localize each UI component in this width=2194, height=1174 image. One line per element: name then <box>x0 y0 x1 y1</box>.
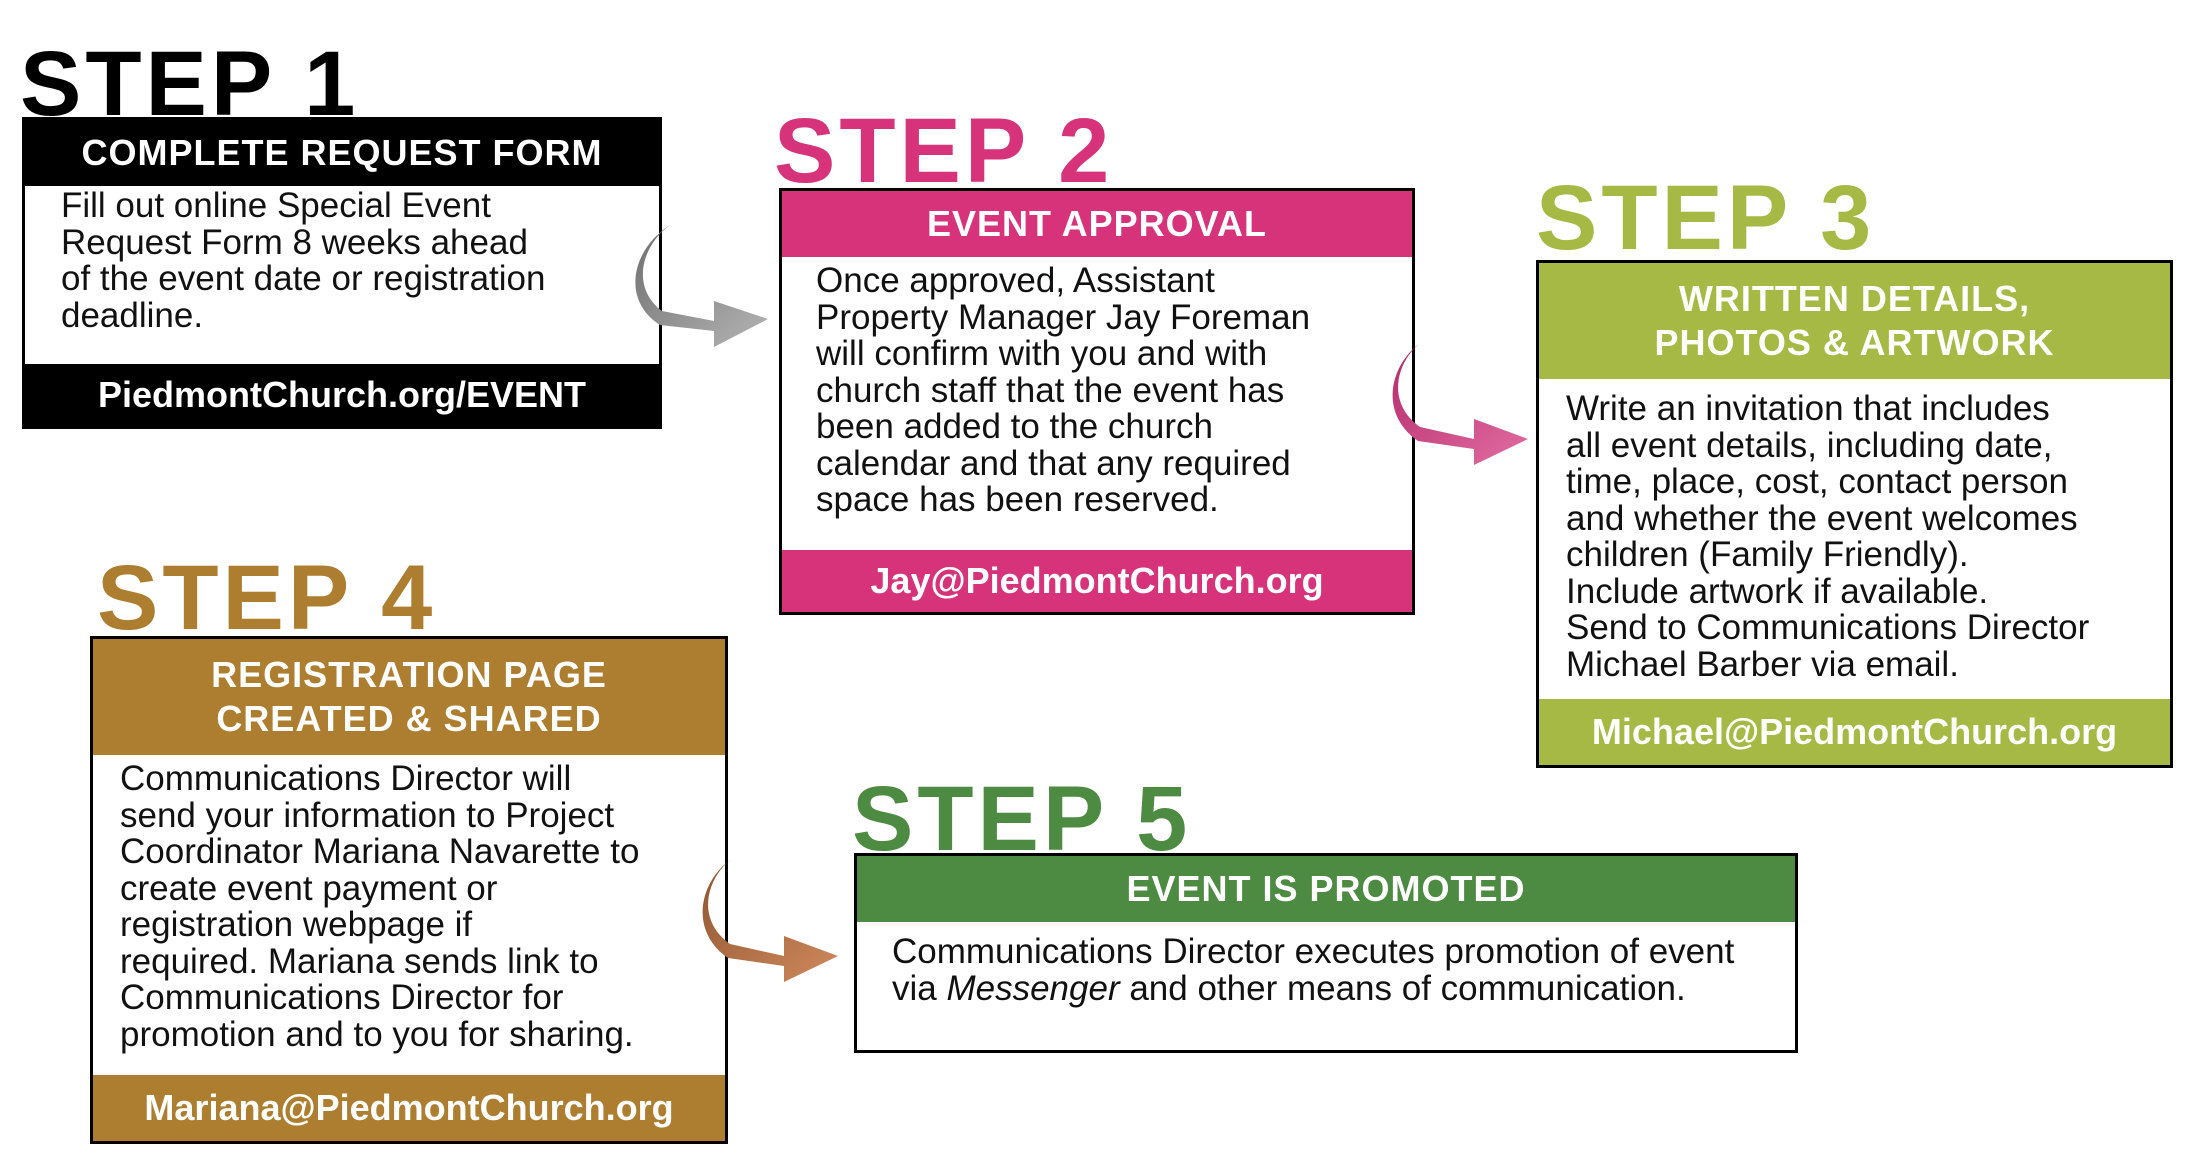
step-2-title: STEP 2 <box>774 100 1114 202</box>
step-5-body-line-1: Communications Director executes promoti… <box>892 932 1735 971</box>
step-1-box: COMPLETE REQUEST FORM Fill out online Sp… <box>22 117 662 429</box>
step-4-body-line-5: registration webpage if <box>120 905 473 944</box>
step-3-body-line-8: Michael Barber via email. <box>1566 644 1959 684</box>
step-4-title: STEP 4 <box>97 547 437 649</box>
step-4-body-line-2: send your information to Project <box>120 795 615 835</box>
step-4-body-line-6: required. Mariana sends link to <box>120 941 599 981</box>
step-5-title: STEP 5 <box>852 768 1192 870</box>
arrow-step4-to-step5-icon <box>702 860 838 982</box>
step-3-box: WRITTEN DETAILS, PHOTOS & ARTWORK Write … <box>1536 260 2173 768</box>
step-5-box: EVENT IS PROMOTED Communications Directo… <box>854 853 1798 1053</box>
step-3-title: STEP 3 <box>1536 167 1876 269</box>
step-1-header: COMPLETE REQUEST FORM <box>25 120 659 186</box>
step-1-body-line-2: Request Form 8 weeks ahead <box>61 222 528 262</box>
step-3-header-line-2: PHOTOS & ARTWORK <box>1654 322 2055 363</box>
step-1-header-line-1: COMPLETE REQUEST FORM <box>81 132 603 173</box>
step-5-body-line-2: via Messenger and other means of communi… <box>892 968 1785 1008</box>
step-2-body-line-5: been added to the church <box>816 407 1213 446</box>
step-4-header: REGISTRATION PAGE CREATED & SHARED <box>93 639 725 755</box>
step-2-body-line-4: church staff that the event has <box>816 370 1285 410</box>
step-4-body-line-3: Coordinator Mariana Navarette to <box>120 832 640 871</box>
step-5-body: Communications Director executes promoti… <box>857 922 1795 1050</box>
step-2-box: EVENT APPROVAL Once approved, Assistant … <box>779 188 1415 615</box>
step-5-body-line-2-pre: via <box>892 968 947 1008</box>
step-3-body-line-1: Write an invitation that includes <box>1566 389 2050 428</box>
arrow-step2-to-step3-icon <box>1392 343 1528 465</box>
step-4-body-line-1: Communications Director will <box>120 759 572 798</box>
step-3-body-line-7: Send to Communications Director <box>1566 608 2090 647</box>
step-2-body-line-7: space has been reserved. <box>816 480 1219 519</box>
step-2-body-line-3: will confirm with you and with <box>816 334 1268 373</box>
step-3-footer-link[interactable]: Michael@PiedmontChurch.org <box>1539 699 2170 765</box>
step-5-header: EVENT IS PROMOTED <box>857 856 1795 922</box>
step-4-header-line-1: REGISTRATION PAGE <box>211 654 607 695</box>
step-2-body-line-1: Once approved, Assistant <box>816 261 1215 300</box>
step-4-body-line-8: promotion and to you for sharing. <box>120 1014 634 1054</box>
step-2-body-line-2: Property Manager Jay Foreman <box>816 297 1311 337</box>
step-4-footer-link[interactable]: Mariana@PiedmontChurch.org <box>93 1075 725 1141</box>
step-1-body-line-4: deadline. <box>61 295 204 335</box>
step-2-footer-link[interactable]: Jay@PiedmontChurch.org <box>782 550 1412 612</box>
step-3-body-line-2: all event details, including date, <box>1566 425 2053 465</box>
arrow-step1-to-step2-icon <box>635 225 768 347</box>
step-2-header-line-1: EVENT APPROVAL <box>926 203 1268 244</box>
step-1-footer-link[interactable]: PiedmontChurch.org/EVENT <box>25 364 659 426</box>
messenger-publication: Messenger <box>946 968 1120 1008</box>
step-1-body-line-3: of the event date or registration <box>61 259 546 298</box>
step-5-body-line-2-post: and other means of communication. <box>1119 968 1686 1008</box>
step-4-body: Communications Director will send your i… <box>93 755 725 1075</box>
step-2-header: EVENT APPROVAL <box>782 191 1412 257</box>
step-3-body-line-3: time, place, cost, contact person <box>1566 462 2068 501</box>
step-2-body: Once approved, Assistant Property Manage… <box>782 257 1412 550</box>
step-2-footer-text: Jay@PiedmontChurch.org <box>870 560 1324 601</box>
step-3-body-line-6: Include artwork if available. <box>1566 571 1989 611</box>
step-4-box: REGISTRATION PAGE CREATED & SHARED Commu… <box>90 636 728 1144</box>
step-1-title: STEP 1 <box>20 33 360 135</box>
step-3-body-line-4: and whether the event welcomes <box>1566 498 2078 538</box>
step-3-header-line-1: WRITTEN DETAILS, <box>1678 278 2031 319</box>
step-4-header-line-2: CREATED & SHARED <box>216 698 602 739</box>
step-4-footer-text: Mariana@PiedmontChurch.org <box>144 1087 674 1128</box>
step-3-header: WRITTEN DETAILS, PHOTOS & ARTWORK <box>1539 263 2170 379</box>
step-1-body-line-1: Fill out online Special Event <box>61 186 491 225</box>
step-3-body: Write an invitation that includes all ev… <box>1539 379 2170 699</box>
step-3-footer-text: Michael@PiedmontChurch.org <box>1591 711 2118 752</box>
step-1-body: Fill out online Special Event Request Fo… <box>25 186 659 364</box>
step-2-body-line-6: calendar and that any required <box>816 443 1291 483</box>
step-4-body-line-4: create event payment or <box>120 868 498 908</box>
step-3-body-line-5: children (Family Friendly). <box>1566 535 1969 574</box>
step-1-footer-text: PiedmontChurch.org/EVENT <box>97 374 587 415</box>
step-4-body-line-7: Communications Director for <box>120 978 564 1017</box>
step-5-header-line-1: EVENT IS PROMOTED <box>1126 868 1526 909</box>
